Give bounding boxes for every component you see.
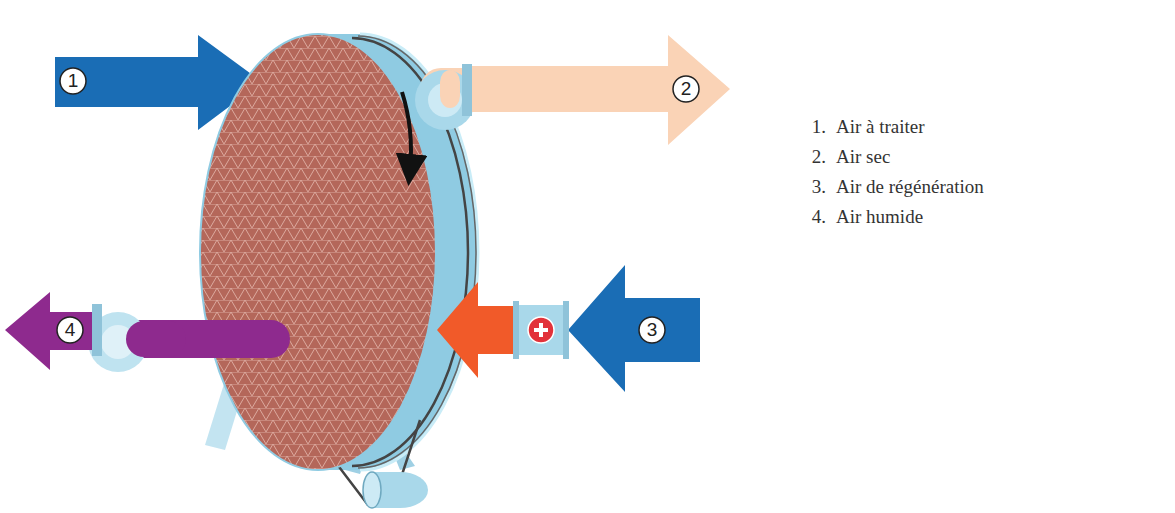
list-text: Air sec xyxy=(836,146,890,168)
fan-flange xyxy=(92,304,102,356)
callout-circle xyxy=(57,317,83,343)
heater-symbol xyxy=(528,317,554,343)
humid-air-duct xyxy=(126,321,186,357)
fan-flange xyxy=(462,64,472,116)
motor-pulley xyxy=(363,472,381,508)
rotation-arrow xyxy=(402,92,411,170)
heater-flange xyxy=(513,301,519,359)
list-text: Air de régénération xyxy=(836,176,984,198)
dry-air-duct xyxy=(440,70,460,108)
list-text: Air à traiter xyxy=(836,116,925,138)
list-number: 3. xyxy=(798,176,826,198)
callout-circle xyxy=(60,68,86,94)
wheel-face xyxy=(200,34,436,470)
list-number: 2. xyxy=(798,146,826,168)
humid-air-duct xyxy=(112,320,290,358)
callout-circle xyxy=(673,76,699,102)
callout-number: 3 xyxy=(639,317,665,343)
heater xyxy=(518,305,564,355)
callout-number: 1 xyxy=(60,68,86,94)
dry-air-arrow xyxy=(472,35,730,145)
heater-flange xyxy=(563,301,569,359)
regeneration-arrow xyxy=(568,265,700,392)
list-number: 4. xyxy=(798,206,826,228)
callout-number: 4 xyxy=(57,317,83,343)
humid-air-arrow xyxy=(5,292,92,370)
heater-symbol xyxy=(539,323,543,337)
list-text: Air humide xyxy=(836,206,923,228)
callout-circle xyxy=(639,317,665,343)
list-number: 1. xyxy=(798,116,826,138)
callout-number: 2 xyxy=(673,76,699,102)
hot-air-arrow xyxy=(437,282,513,378)
